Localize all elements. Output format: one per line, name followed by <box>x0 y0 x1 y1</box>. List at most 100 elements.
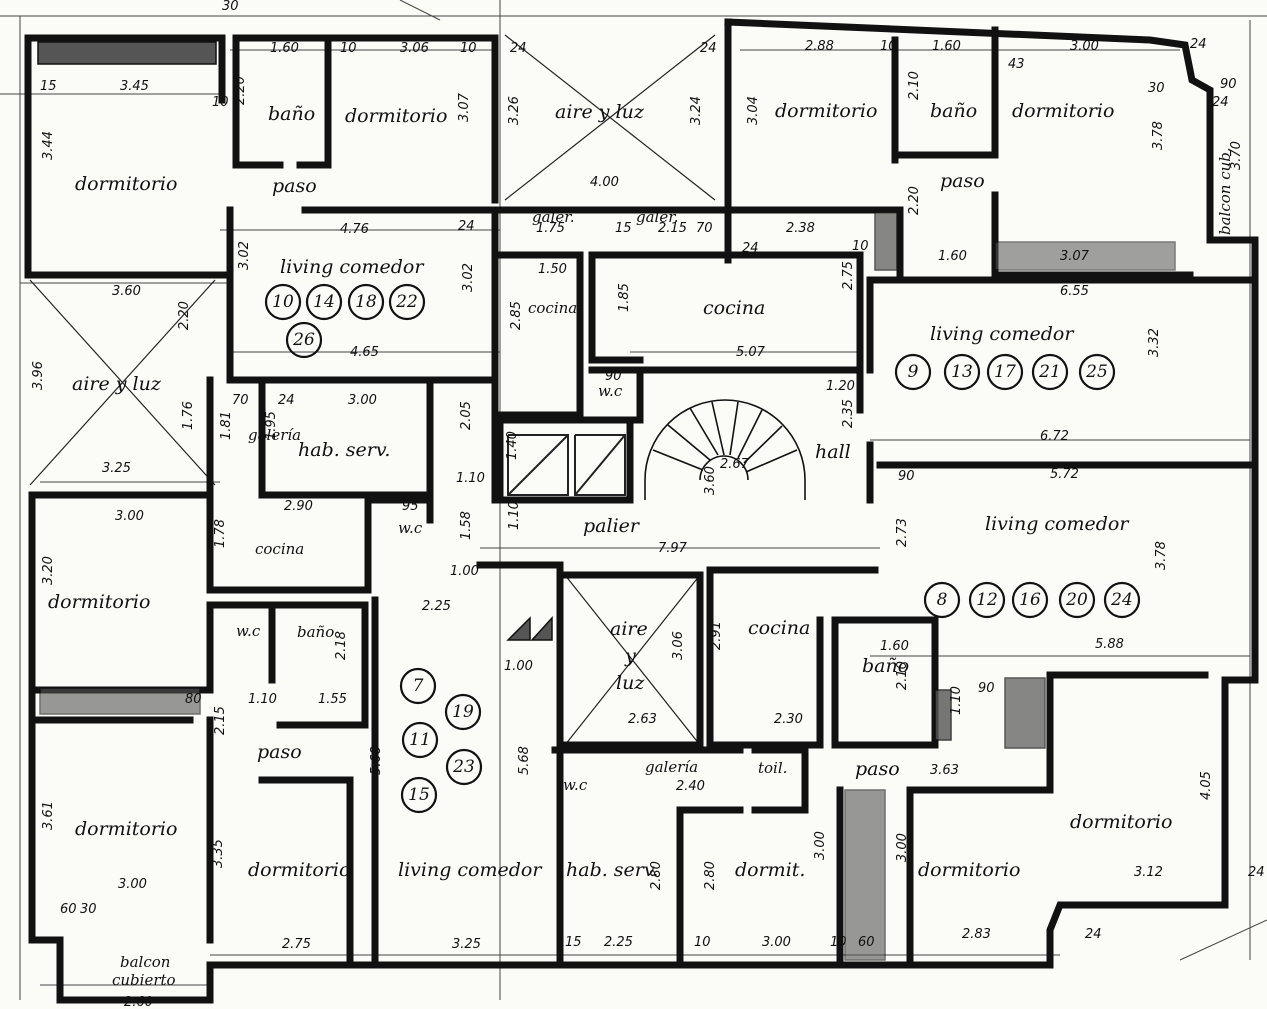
room-label: galería <box>248 426 301 444</box>
room-label: aire <box>610 618 648 640</box>
room-label: cocina <box>748 617 810 639</box>
unit-circle <box>401 721 439 759</box>
unit-circle <box>399 667 437 705</box>
dimension-label: 2.10 <box>895 661 910 690</box>
dimension-label: 10 <box>880 39 897 54</box>
unit-circle <box>1011 581 1049 619</box>
room-label: dormitorio <box>75 173 177 195</box>
dimension-label: 4.00 <box>590 175 619 190</box>
dimension-label: 1.10 <box>949 686 964 715</box>
dimension-label: 2.63 <box>628 712 657 727</box>
room-label: cocina <box>255 540 304 558</box>
dimension-label: 2.88 <box>805 39 834 54</box>
unit-circle <box>347 283 385 321</box>
dimension-label: 10 <box>830 935 847 950</box>
room-label: w.c <box>563 776 588 794</box>
dimension-label: 4.65 <box>350 345 379 360</box>
dimension-label: 2.05 <box>459 401 474 430</box>
dimension-label: 10 <box>212 95 229 110</box>
unit-number: 24 <box>1110 590 1133 610</box>
dimension-label: 3.63 <box>930 763 959 778</box>
dimension-label: 2.85 <box>509 301 524 330</box>
dimension-label: 3.70 <box>1229 141 1244 170</box>
unit-marker: 20 <box>1058 581 1096 619</box>
room-label: baño <box>297 623 334 641</box>
dimension-label: 2.10 <box>907 71 922 100</box>
dimension-label: 5.68 <box>517 746 532 775</box>
dimension-label: 24 <box>742 241 759 256</box>
unit-number: 9 <box>908 362 919 382</box>
unit-marker: 24 <box>1103 581 1141 619</box>
unit-circle <box>445 748 483 786</box>
dimension-label: 3.00 <box>762 935 791 950</box>
dimension-label: 2.15 <box>658 221 687 236</box>
dimension-label: 2.20 <box>177 301 192 330</box>
unit-marker: 10 <box>264 283 302 321</box>
dimension-label: 1.85 <box>617 283 632 312</box>
exterior-walls <box>24 18 1259 1004</box>
dimension-label: 3.32 <box>1147 328 1162 357</box>
unit-circle <box>1103 581 1141 619</box>
unit-circle <box>444 693 482 731</box>
dimension-label: 3.00 <box>348 393 377 408</box>
room-label: hab. serv. <box>566 859 658 881</box>
dimension-label: 2.80 <box>649 861 664 890</box>
room-label: w.c <box>236 622 261 640</box>
room-label: w.c <box>598 382 623 400</box>
dimension-label: 24 <box>1248 865 1265 880</box>
dimension-label: 3.44 <box>41 131 56 160</box>
unit-marker: 19 <box>444 693 482 731</box>
unit-number: 18 <box>355 292 377 312</box>
room-label: dormitorio <box>48 591 150 613</box>
room-label: aire y luz <box>555 101 645 123</box>
dimension-label: 2.18 <box>334 631 349 660</box>
unit-number: 20 <box>1065 590 1088 610</box>
room-label: galer. <box>636 208 679 226</box>
unit-number: 7 <box>413 676 424 696</box>
unit-marker: 13 <box>943 353 981 391</box>
dimension-label: 15 <box>565 935 582 950</box>
unit-marker: 7 <box>399 667 437 705</box>
room-label: cubierto <box>112 971 176 989</box>
unit-circle <box>923 581 961 619</box>
dimension-label: 10 <box>340 41 357 56</box>
dimension-label: 2.20 <box>907 186 922 215</box>
dimension-label: 3.20 <box>41 556 56 585</box>
dimension-label: 1.58 <box>459 511 474 540</box>
dimension-label: 3.00 <box>813 831 828 860</box>
dimension-label: 2.35 <box>841 399 856 428</box>
dimension-label: 3.06 <box>671 631 686 660</box>
unit-number: 11 <box>409 730 431 750</box>
dimension-label: 2.20 <box>233 76 248 105</box>
dimension-label: 1.00 <box>504 659 533 674</box>
dimension-label: 3.78 <box>1151 121 1166 150</box>
room-label: dormitorio <box>1012 100 1114 122</box>
dimension-label: 1.76 <box>181 401 196 430</box>
light-well-diagonals <box>29 34 716 746</box>
dimension-label: 90 <box>605 369 622 384</box>
dimension-label: 1.60 <box>880 639 909 654</box>
room-label: galer. <box>532 208 575 226</box>
room-label: balcon cub. <box>1216 147 1234 235</box>
dimension-label: 15 <box>40 79 57 94</box>
room-label: dormitorio <box>775 100 877 122</box>
unit-number: 23 <box>452 757 475 777</box>
dimension-label: 2.73 <box>895 518 910 547</box>
dimension-label: 2.80 <box>703 861 718 890</box>
unit-number: 19 <box>452 702 474 722</box>
spiral-staircase <box>644 399 806 500</box>
unit-marker: 16 <box>1011 581 1049 619</box>
dimension-label: 4.05 <box>1199 771 1214 800</box>
dimension-label: 2.67 <box>720 457 750 472</box>
unit-number: 25 <box>1085 362 1108 382</box>
dimension-label: 1.81 <box>219 411 234 440</box>
dimension-label: 2.30 <box>774 712 803 727</box>
unit-number: 12 <box>976 590 998 610</box>
dimension-label: 24 <box>458 219 475 234</box>
unit-circle <box>943 353 981 391</box>
dimension-label: 24 <box>1190 37 1207 52</box>
dimension-label: 1.10 <box>456 471 485 486</box>
unit-circle <box>986 353 1024 391</box>
